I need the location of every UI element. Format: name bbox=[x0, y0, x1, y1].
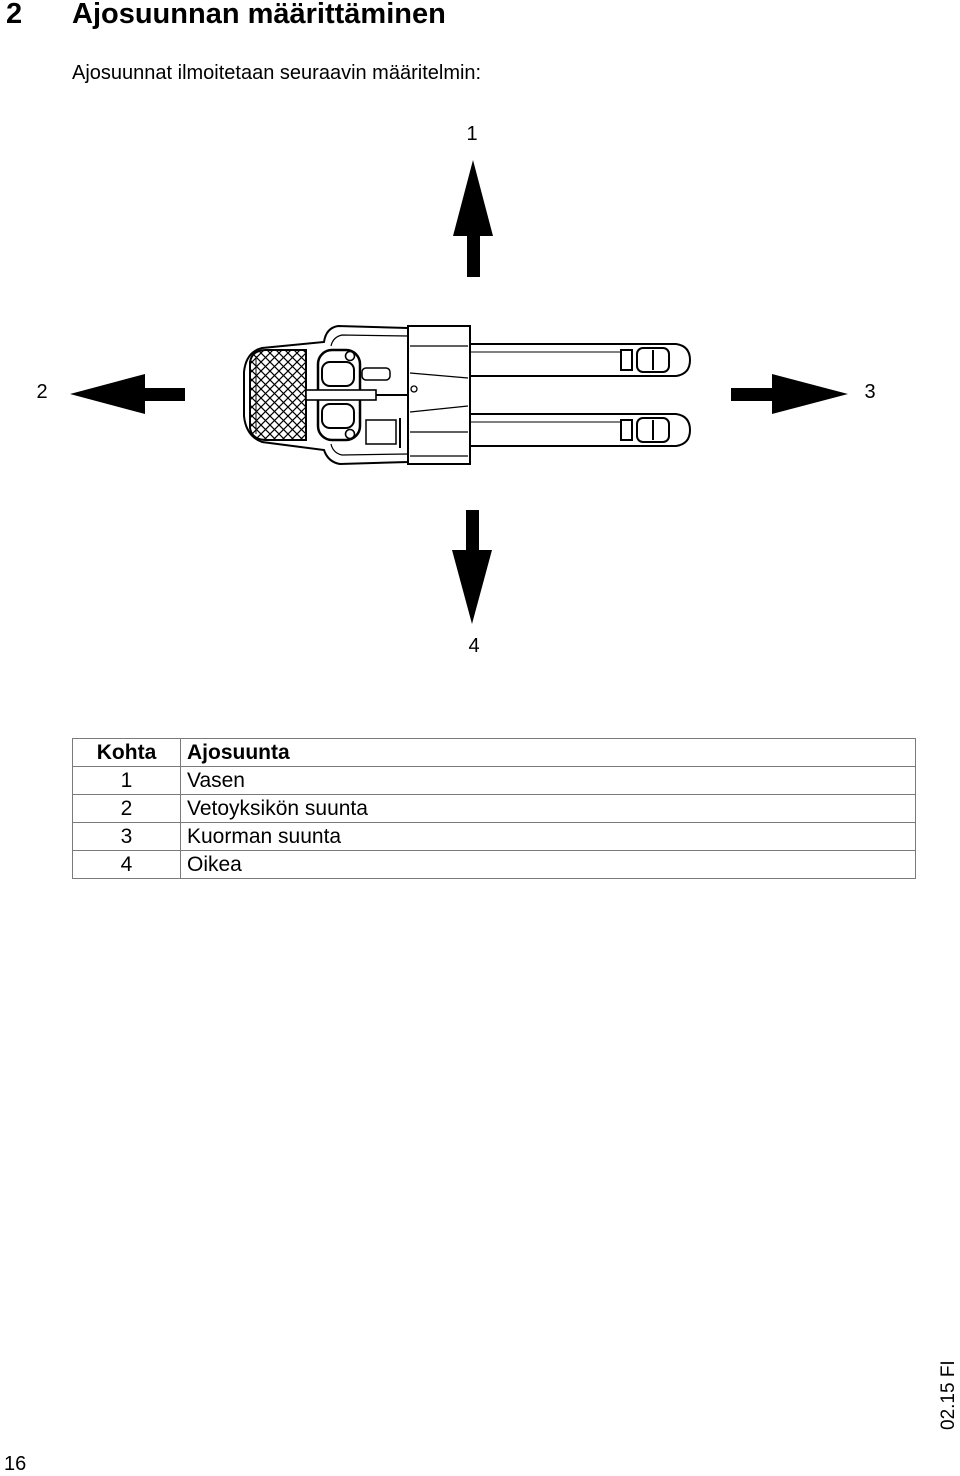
document-code: 02.15 FI bbox=[938, 1360, 959, 1430]
row-item: 2 bbox=[72, 794, 181, 823]
table-row: 4 Oikea bbox=[72, 850, 916, 879]
direction-label-4: 4 bbox=[468, 635, 480, 657]
diagram-graphics bbox=[70, 160, 848, 624]
table-row: 3 Kuorman suunta bbox=[72, 822, 916, 851]
row-direction: Vetoyksikön suunta bbox=[180, 794, 916, 823]
pallet-truck-icon bbox=[243, 324, 692, 466]
page-number: 16 bbox=[4, 1453, 27, 1475]
row-direction: Vasen bbox=[180, 766, 916, 795]
arrow-left-icon bbox=[70, 374, 185, 414]
section-heading: 2 Ajosuunnan määrittäminen bbox=[6, 0, 446, 34]
direction-label-1: 1 bbox=[466, 123, 478, 145]
table-header-row: Kohta Ajosuunta bbox=[72, 738, 916, 767]
direction-label-2: 2 bbox=[36, 381, 48, 403]
row-item: 3 bbox=[72, 822, 181, 851]
row-direction: Oikea bbox=[180, 850, 916, 879]
direction-table: Kohta Ajosuunta 1 Vasen 2 Vetoyksikön su… bbox=[72, 738, 916, 879]
header-ajosuunta: Ajosuunta bbox=[180, 738, 916, 767]
header-kohta: Kohta bbox=[72, 738, 181, 767]
table-row: 2 Vetoyksikön suunta bbox=[72, 794, 916, 823]
arrow-down-icon bbox=[452, 510, 492, 624]
direction-diagram: 1 2 3 4 bbox=[0, 110, 960, 670]
intro-text: Ajosuunnat ilmoitetaan seuraavin määrite… bbox=[72, 62, 482, 84]
row-item: 4 bbox=[72, 850, 181, 879]
direction-label-3: 3 bbox=[864, 381, 876, 403]
section-number: 2 bbox=[6, 0, 23, 30]
arrow-up-icon bbox=[453, 160, 493, 277]
table-row: 1 Vasen bbox=[72, 766, 916, 795]
row-item: 1 bbox=[72, 766, 181, 795]
section-title: Ajosuunnan määrittäminen bbox=[72, 0, 446, 30]
arrow-right-icon bbox=[731, 374, 848, 414]
row-direction: Kuorman suunta bbox=[180, 822, 916, 851]
